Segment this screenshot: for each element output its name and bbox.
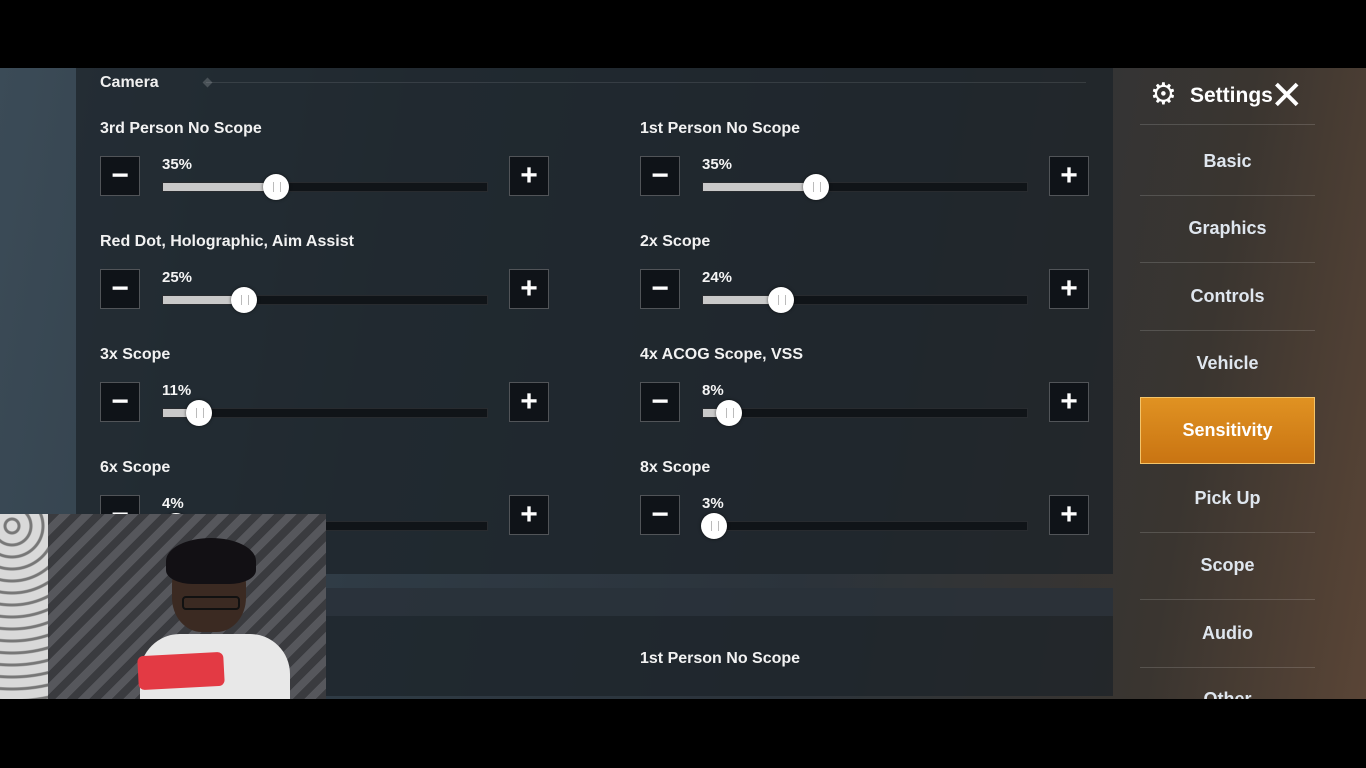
increase-button[interactable]: + xyxy=(509,156,549,196)
slider-value: 24% xyxy=(702,269,733,286)
decrease-button[interactable]: − xyxy=(100,269,140,309)
tab-vehicle[interactable]: Vehicle xyxy=(1140,330,1315,398)
slider-value: 35% xyxy=(702,156,733,173)
decrease-button[interactable]: − xyxy=(640,382,680,422)
increase-button[interactable]: + xyxy=(1049,156,1089,196)
tab-other[interactable]: Other xyxy=(1140,686,1315,699)
setting-label: 3rd Person No Scope xyxy=(100,120,262,137)
decrease-button[interactable]: − xyxy=(100,382,140,422)
slider-value: 11% xyxy=(162,382,192,399)
slider-value: 25% xyxy=(162,269,193,286)
slider-thumb[interactable] xyxy=(186,400,212,426)
slider-value: 4% xyxy=(162,495,184,512)
setting-label: 8x Scope xyxy=(640,459,711,476)
slider-value: 3% xyxy=(702,495,724,512)
slider-fill xyxy=(163,409,199,417)
decrease-button[interactable]: − xyxy=(100,156,140,196)
sensitivity-slider[interactable] xyxy=(162,287,488,313)
increase-button[interactable]: + xyxy=(509,382,549,422)
gear-icon: ⚙ xyxy=(1150,78,1177,111)
settings-title: Settings xyxy=(1190,84,1273,107)
increase-button[interactable]: + xyxy=(509,269,549,309)
sensitivity-slider[interactable] xyxy=(702,400,1028,426)
slider-value: 35% xyxy=(162,156,193,173)
tab-basic[interactable]: Basic xyxy=(1140,128,1315,196)
person-hair xyxy=(166,538,256,584)
webcam-overlay xyxy=(0,514,326,699)
section-divider xyxy=(206,82,1086,83)
tab-pick-up[interactable]: Pick Up xyxy=(1140,465,1315,533)
slider-thumb[interactable] xyxy=(263,174,289,200)
patterned-wall xyxy=(0,514,48,699)
sensitivity-slider[interactable] xyxy=(702,287,1028,313)
setting-red-dot-holographic: Red Dot, Holographic, Aim Assist − 25% + xyxy=(76,233,549,333)
sensitivity-slider[interactable] xyxy=(162,174,488,200)
decrease-button[interactable]: − xyxy=(640,269,680,309)
setting-2x-scope: 2x Scope − 24% + xyxy=(616,233,1089,333)
close-icon[interactable]: ✕ xyxy=(1270,74,1304,118)
tab-graphics[interactable]: Graphics xyxy=(1140,195,1315,263)
increase-button[interactable]: + xyxy=(1049,382,1089,422)
sidebar-header: ⚙ Settings ✕ xyxy=(1140,68,1315,125)
slider-thumb[interactable] xyxy=(701,513,727,539)
increase-button[interactable]: + xyxy=(509,495,549,535)
settings-sidebar: ⚙ Settings ✕ Basic Graphics Controls Veh… xyxy=(1140,68,1366,699)
decrease-button[interactable]: − xyxy=(640,156,680,196)
slider-value: 8% xyxy=(702,382,724,399)
tab-other-label: Other xyxy=(1203,689,1252,699)
slider-fill xyxy=(163,183,276,191)
setting-3x-scope: 3x Scope − 11% + xyxy=(76,346,549,446)
slider-thumb[interactable] xyxy=(768,287,794,313)
setting-label: 4x ACOG Scope, VSS xyxy=(640,346,804,363)
sensitivity-slider[interactable] xyxy=(701,513,1028,539)
section-title: Camera xyxy=(100,74,159,91)
setting-label: 1st Person No Scope xyxy=(640,650,801,667)
increase-button[interactable]: + xyxy=(1049,495,1089,535)
slider-fill xyxy=(163,296,244,304)
slider-fill xyxy=(703,296,781,304)
slider-thumb[interactable] xyxy=(716,400,742,426)
increase-button[interactable]: + xyxy=(1049,269,1089,309)
camera-sensitivity-panel: Camera 3rd Person No Scope − 35% + 1st P… xyxy=(76,68,1113,574)
setting-label: 1st Person No Scope xyxy=(640,120,801,137)
setting-8x-scope: 8x Scope − 3% + xyxy=(616,459,1089,559)
setting-4x-acog-scope: 4x ACOG Scope, VSS − 8% + xyxy=(616,346,1089,446)
tab-sensitivity[interactable]: Sensitivity xyxy=(1140,397,1315,464)
tab-scope[interactable]: Scope xyxy=(1140,532,1315,600)
setting-label: 6x Scope xyxy=(100,459,171,476)
sensitivity-slider[interactable] xyxy=(702,174,1028,200)
tab-audio[interactable]: Audio xyxy=(1140,600,1315,668)
setting-label: 2x Scope xyxy=(640,233,711,250)
decrease-button[interactable]: − xyxy=(640,495,680,535)
sensitivity-slider[interactable] xyxy=(162,400,488,426)
game-screen: Camera 3rd Person No Scope − 35% + 1st P… xyxy=(0,68,1366,699)
setting-label: Red Dot, Holographic, Aim Assist xyxy=(100,233,354,250)
slider-thumb[interactable] xyxy=(231,287,257,313)
setting-3rd-person-no-scope: 3rd Person No Scope − 35% + xyxy=(76,120,549,220)
red-phone xyxy=(137,651,225,691)
setting-label: 3x Scope xyxy=(100,346,171,363)
setting-1st-person-no-scope: 1st Person No Scope − 35% + xyxy=(616,120,1089,220)
tab-controls[interactable]: Controls xyxy=(1140,263,1315,331)
person-glasses xyxy=(182,596,240,610)
slider-fill xyxy=(703,183,816,191)
slider-thumb[interactable] xyxy=(803,174,829,200)
